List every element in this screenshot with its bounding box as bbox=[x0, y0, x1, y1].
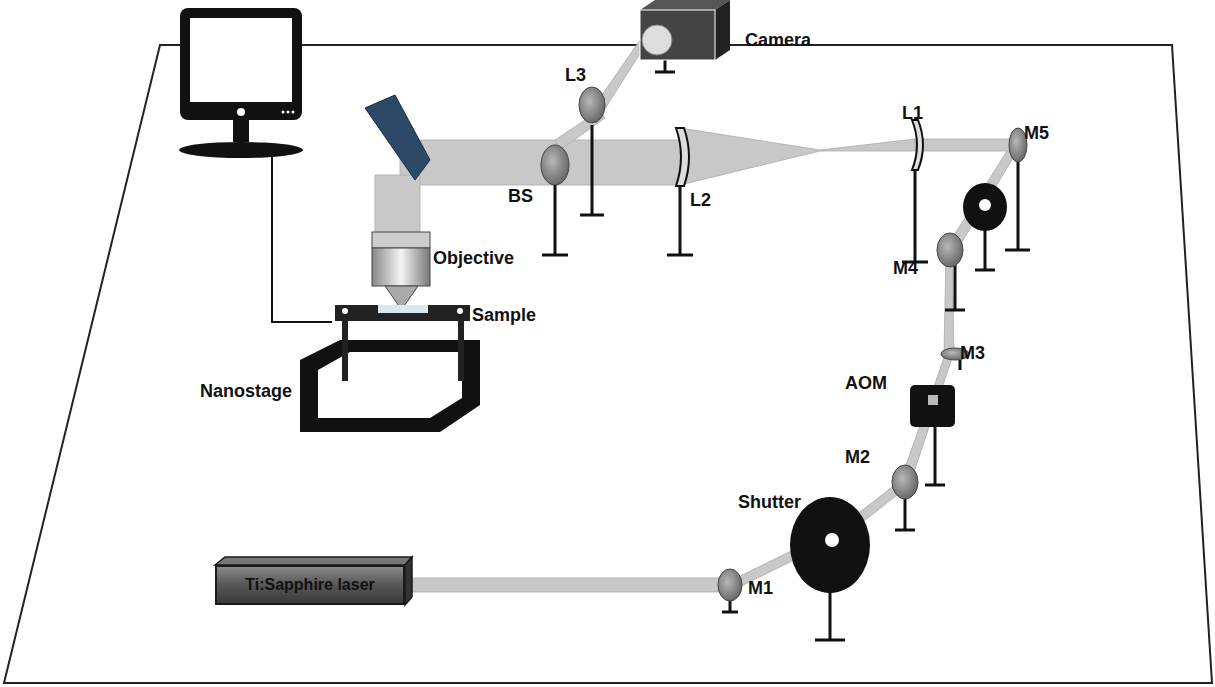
part-label: Camera bbox=[745, 30, 811, 51]
part-label: M3 bbox=[960, 343, 985, 364]
part-label: M2 bbox=[845, 447, 870, 468]
part-label: BS bbox=[508, 186, 533, 207]
part-label: L1 bbox=[902, 103, 923, 124]
part-label: Sample bbox=[472, 305, 536, 326]
part-label: Shutter bbox=[738, 492, 801, 513]
part-label: AOM bbox=[845, 373, 887, 394]
part-label: Nanostage bbox=[200, 381, 292, 402]
part-label: L3 bbox=[565, 65, 586, 86]
part-label: M4 bbox=[893, 258, 918, 279]
node-text: Ti:Sapphire laser bbox=[245, 576, 375, 594]
part-label: M1 bbox=[748, 578, 773, 599]
part-label: Objective bbox=[433, 248, 514, 269]
part-label: M5 bbox=[1024, 123, 1049, 144]
laser-box: Ti:Sapphire laser bbox=[215, 565, 405, 605]
part-label: L2 bbox=[690, 190, 711, 211]
